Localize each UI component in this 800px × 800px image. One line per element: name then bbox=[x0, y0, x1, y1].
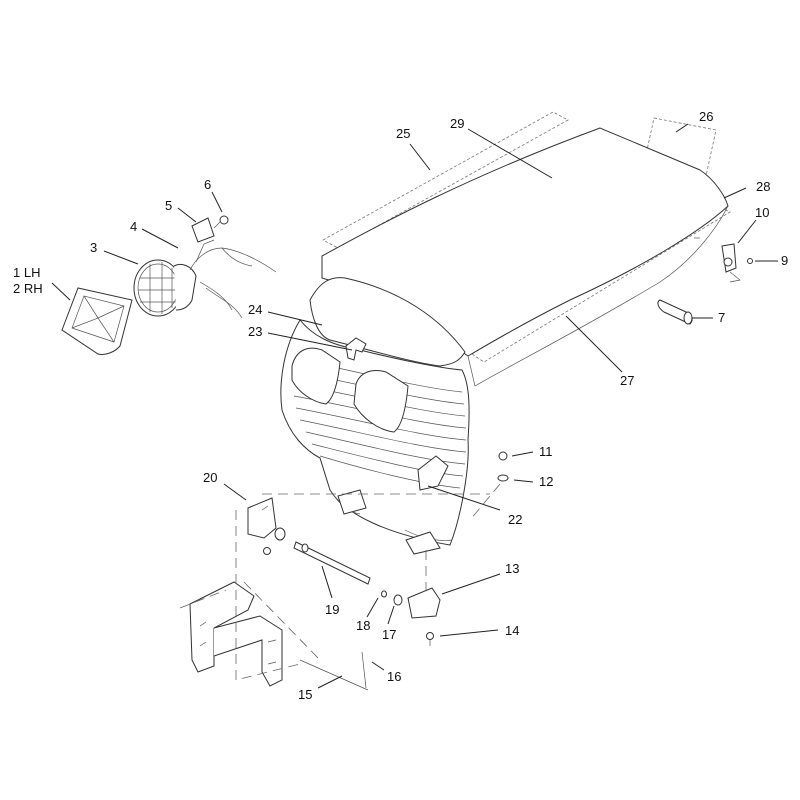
callout-17: 17 bbox=[382, 627, 396, 642]
callout-2: 2 RH bbox=[13, 281, 43, 296]
callout-13: 13 bbox=[505, 561, 519, 576]
bolt-14 bbox=[426, 632, 434, 646]
decal-strip-25 bbox=[322, 111, 569, 249]
callout-9: 9 bbox=[781, 253, 788, 268]
hood-emblem bbox=[345, 337, 367, 361]
callout-26: 26 bbox=[699, 109, 713, 124]
headlight-housing bbox=[61, 287, 133, 355]
pin-16 bbox=[361, 651, 367, 689]
callout-16: 16 bbox=[387, 669, 401, 684]
nut-11 bbox=[498, 451, 508, 461]
callout-23: 23 bbox=[248, 324, 262, 339]
callout-12: 12 bbox=[539, 474, 553, 489]
washer-12 bbox=[497, 474, 509, 482]
callout-19: 19 bbox=[325, 602, 339, 617]
callout-labels: 1 LH 2 RH 3 4 5 6 7 9 10 11 12 13 14 15 … bbox=[13, 109, 788, 702]
callout-25: 25 bbox=[396, 126, 410, 141]
headlight-lamp bbox=[133, 259, 197, 317]
hood-bracket bbox=[417, 455, 449, 491]
washer-18 bbox=[381, 590, 387, 598]
callout-7: 7 bbox=[718, 310, 725, 325]
callout-14: 14 bbox=[505, 623, 519, 638]
headlight-bracket bbox=[191, 217, 215, 243]
hinge-bracket-left bbox=[247, 497, 277, 555]
frame-bracket bbox=[189, 581, 283, 687]
hood bbox=[280, 127, 729, 555]
latch-nut bbox=[747, 258, 753, 264]
callout-10: 10 bbox=[755, 205, 769, 220]
callout-24: 24 bbox=[248, 302, 262, 317]
callout-20: 20 bbox=[203, 470, 217, 485]
hood-latch bbox=[694, 237, 741, 283]
callout-3: 3 bbox=[90, 240, 97, 255]
headlight-opening-right bbox=[353, 370, 409, 433]
callout-29: 29 bbox=[450, 116, 464, 131]
headlight-opening-left bbox=[291, 347, 341, 405]
leader-lines bbox=[51, 123, 778, 689]
callout-1: 1 LH bbox=[13, 265, 40, 280]
pivot-shaft bbox=[274, 527, 371, 585]
callout-11: 11 bbox=[539, 444, 553, 459]
callout-22: 22 bbox=[508, 512, 522, 527]
bracket-screw bbox=[213, 215, 229, 229]
assembly-centerlines bbox=[179, 483, 501, 681]
rod-15 bbox=[299, 659, 369, 691]
hinge-bracket-right bbox=[407, 587, 441, 619]
callout-6: 6 bbox=[204, 177, 211, 192]
callout-18: 18 bbox=[356, 618, 370, 633]
headlight-wiring-harness bbox=[189, 239, 277, 319]
callout-4: 4 bbox=[130, 219, 137, 234]
callout-28: 28 bbox=[756, 179, 770, 194]
callout-27: 27 bbox=[620, 373, 634, 388]
callout-15: 15 bbox=[298, 687, 312, 702]
bushing-17 bbox=[393, 594, 403, 606]
bumper-pad bbox=[657, 299, 693, 325]
callout-5: 5 bbox=[165, 198, 172, 213]
